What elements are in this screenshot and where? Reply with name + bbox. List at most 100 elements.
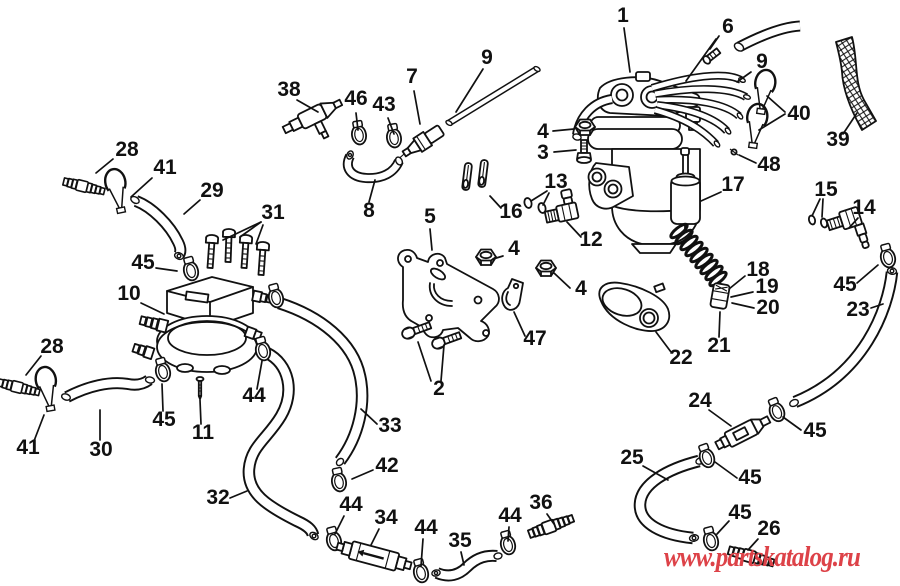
callout-label-29: 29 bbox=[200, 179, 223, 202]
callout-leader-17 bbox=[700, 191, 722, 202]
callout-leader-29 bbox=[183, 199, 201, 215]
callout-leader-42 bbox=[351, 469, 374, 480]
nut-4c bbox=[535, 259, 557, 277]
callout-label-26: 26 bbox=[757, 517, 780, 540]
callout-leader-1 bbox=[623, 27, 631, 73]
hose-23 bbox=[789, 267, 897, 408]
mounting-bracket-5 bbox=[397, 248, 500, 343]
callout-label-32: 32 bbox=[206, 486, 229, 509]
callout-leader-4 bbox=[552, 128, 575, 132]
callout-label-4: 4 bbox=[575, 277, 587, 300]
hose-30 bbox=[60, 376, 156, 401]
callout-leader-13 bbox=[530, 190, 548, 202]
clamp-46 bbox=[348, 119, 369, 147]
callout-leader-31 bbox=[239, 221, 262, 238]
callout-leader-16 bbox=[489, 195, 502, 209]
clamp-45-hose23 bbox=[876, 241, 899, 270]
callout-leader-13 bbox=[542, 192, 550, 206]
fuel-tube-9 bbox=[445, 66, 541, 127]
callout-leader-32 bbox=[229, 490, 248, 499]
callout-leader-12 bbox=[566, 221, 582, 238]
callout-label-19: 19 bbox=[755, 275, 778, 298]
callout-label-3: 3 bbox=[537, 141, 549, 164]
callout-leader-44 bbox=[256, 360, 263, 390]
callout-label-38: 38 bbox=[277, 78, 301, 101]
callout-label-24: 24 bbox=[688, 389, 712, 412]
callout-leader-26 bbox=[747, 538, 759, 551]
callout-label-45: 45 bbox=[728, 501, 752, 524]
screw-31d bbox=[254, 240, 271, 277]
callout-leader-33 bbox=[360, 408, 378, 425]
clamp-44-hose35 bbox=[496, 528, 519, 557]
clamp-42 bbox=[328, 465, 349, 494]
nut-4a bbox=[574, 118, 596, 136]
callout-leader-4 bbox=[553, 272, 571, 289]
callout-leader-47 bbox=[513, 311, 526, 337]
callout-label-4: 4 bbox=[508, 237, 520, 260]
callout-leader-20 bbox=[731, 302, 755, 309]
callout-leader-31 bbox=[222, 221, 262, 241]
barb-fitting-28b bbox=[0, 376, 42, 399]
bolt-2b bbox=[431, 331, 463, 350]
watermark: www.partskatalog.ru bbox=[664, 541, 861, 573]
callout-label-2: 2 bbox=[433, 377, 445, 400]
vent-hose bbox=[733, 26, 800, 53]
callout-leader-36 bbox=[546, 513, 555, 525]
screw-48 bbox=[729, 148, 739, 156]
clamp-44-filter-right bbox=[409, 556, 432, 585]
callout-label-45: 45 bbox=[833, 273, 857, 296]
callout-leader-46 bbox=[355, 112, 359, 131]
callout-leader-9 bbox=[455, 68, 484, 113]
callout-leader-7 bbox=[413, 90, 421, 125]
callout-leader-8 bbox=[368, 179, 376, 203]
callout-label-31: 31 bbox=[261, 201, 285, 224]
check-valve-38 bbox=[281, 98, 344, 140]
callout-label-4: 4 bbox=[537, 120, 549, 143]
callout-leader-48 bbox=[738, 154, 757, 164]
cable-clamp-47 bbox=[501, 278, 524, 311]
callout-leader-25 bbox=[642, 465, 669, 481]
callout-label-41: 41 bbox=[16, 436, 40, 459]
callout-label-30: 30 bbox=[89, 438, 112, 461]
callout-leader-11 bbox=[199, 399, 202, 425]
hose-32 bbox=[249, 353, 320, 541]
drawing-layer bbox=[0, 26, 899, 585]
callout-label-42: 42 bbox=[375, 454, 398, 477]
callout-label-1: 1 bbox=[617, 4, 629, 27]
callout-label-47: 47 bbox=[523, 327, 546, 350]
callout-leader-38 bbox=[296, 99, 319, 113]
callout-label-15: 15 bbox=[814, 178, 838, 201]
callout-leader-3 bbox=[553, 149, 577, 153]
callout-label-45: 45 bbox=[131, 251, 155, 274]
callout-leader-43 bbox=[387, 117, 395, 135]
callout-label-5: 5 bbox=[424, 205, 436, 228]
callout-label-28: 28 bbox=[40, 335, 64, 358]
gasket-22 bbox=[598, 281, 671, 332]
callout-leader-45 bbox=[716, 520, 730, 535]
hose-29 bbox=[130, 195, 185, 260]
callout-label-12: 12 bbox=[579, 228, 602, 251]
callout-leader-41 bbox=[33, 414, 45, 442]
o-ring-13a bbox=[523, 197, 533, 209]
screw-31b bbox=[221, 227, 237, 264]
wire-clamp-41a bbox=[101, 165, 133, 216]
bolt-3 bbox=[576, 139, 592, 164]
screw-31a bbox=[203, 233, 220, 270]
screw-11 bbox=[195, 376, 205, 400]
callout-label-46: 46 bbox=[344, 87, 367, 110]
clamp-44-hose32 bbox=[251, 334, 274, 363]
callout-label-34: 34 bbox=[374, 506, 398, 529]
o-ring-15a bbox=[807, 214, 817, 226]
callout-leader-4 bbox=[492, 255, 504, 260]
callout-leader-21 bbox=[718, 311, 721, 338]
callout-leader-14 bbox=[848, 217, 859, 229]
barb-fitting-36 bbox=[526, 511, 576, 541]
callout-leader-45 bbox=[856, 264, 879, 284]
hose-35 bbox=[431, 552, 502, 577]
callout-leader-44 bbox=[420, 538, 424, 567]
inline-filter-34 bbox=[335, 540, 413, 572]
callout-leader-15 bbox=[821, 198, 824, 218]
callout-leader-28 bbox=[25, 355, 42, 376]
